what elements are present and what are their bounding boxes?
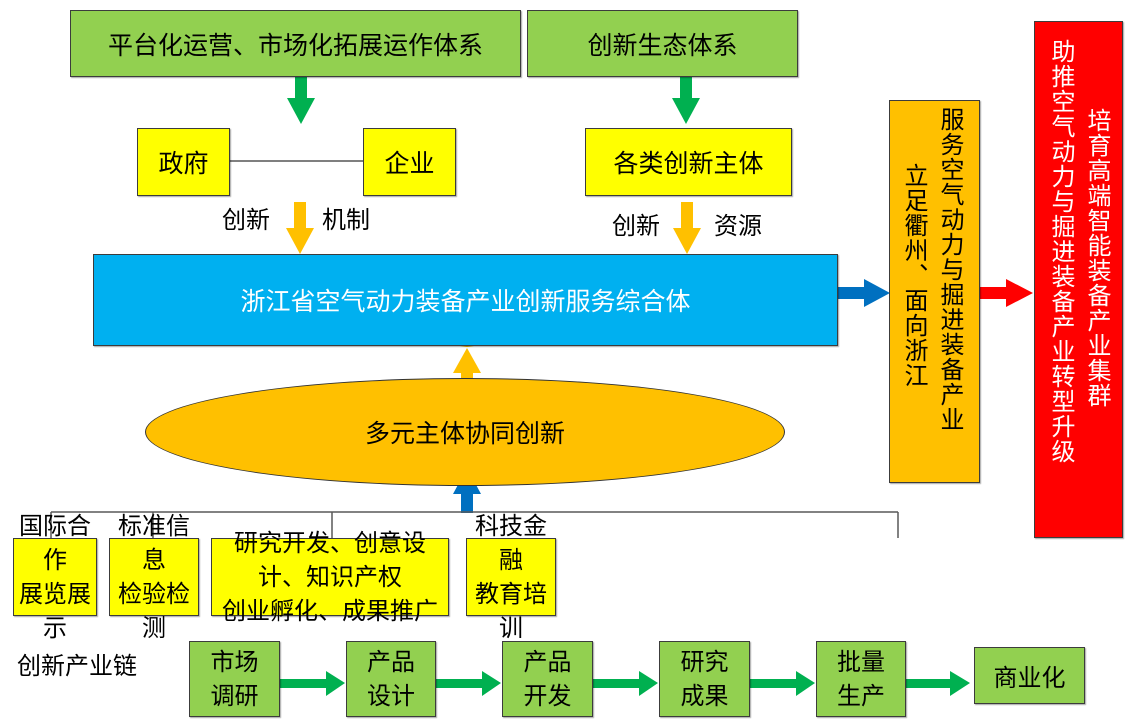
function-box-rnd: 研究开发、创意设计、知识产权 创业孵化、成果推广	[211, 529, 449, 625]
chain-step-line2: 调研	[210, 682, 259, 710]
chain-arrows	[280, 671, 970, 696]
industry-goal-line1: 助推空气动力与掘进装备产业转型升级	[1047, 39, 1075, 464]
chain-step-line2: 开发	[523, 682, 572, 710]
chain-step-product-design: 产品 设计	[346, 641, 436, 717]
innovation-service-complex-label: 浙江省空气动力装备产业创新服务综合体	[240, 287, 691, 316]
enterprise-label: 企业	[384, 149, 435, 178]
function-line2: 创业孵化、成果推广	[222, 597, 438, 625]
function-line1: 标准信息	[118, 512, 190, 574]
platform-operation-system-label: 平台化运营、市场化拓展运作体系	[107, 30, 483, 60]
innovation-ecosystem-box: 创新生态体系	[527, 10, 798, 77]
resource-right-label: 资源	[714, 212, 762, 240]
service-scope-box: 服务空气动力与掘进装备产业 立足衢州、面向浙江	[889, 100, 980, 483]
orange-arrow-mechanism-icon	[286, 202, 314, 254]
chain-step-commercialization: 商业化	[974, 647, 1085, 704]
function-box-cooperation: 国际合作 展览展示	[13, 512, 97, 642]
government-box: 政府	[137, 128, 230, 196]
chain-step-line1: 市场	[210, 648, 259, 676]
industry-goal-line2: 培育高端智能装备产业集群	[1083, 108, 1111, 408]
service-scope-line2: 立足衢州、面向浙江	[900, 163, 928, 388]
green-arrow-left-icon	[287, 77, 315, 124]
chain-step-line1: 产品	[523, 648, 572, 676]
platform-operation-system-box: 平台化运营、市场化拓展运作体系	[70, 10, 521, 77]
innovation-chain-label: 创新产业链	[17, 652, 137, 680]
multi-actor-collaboration-label: 多元主体协同创新	[364, 419, 565, 448]
green-arrow-right-icon	[672, 77, 700, 124]
chain-arrow-1-icon	[280, 671, 345, 696]
resource-left-label: 创新	[612, 212, 660, 240]
enterprise-box: 企业	[363, 128, 456, 196]
chain-step-market-research: 市场 调研	[189, 641, 280, 717]
chain-arrow-2-icon	[436, 671, 501, 696]
chain-step-line1: 批量	[837, 648, 885, 676]
service-scope-line1: 服务空气动力与掘进装备产业	[936, 107, 964, 432]
multi-actor-collaboration-ellipse: 多元主体协同创新	[145, 378, 785, 486]
chain-arrow-4-icon	[750, 671, 815, 696]
chain-step-line2: 生产	[837, 682, 885, 710]
mechanism-left-label: 创新	[222, 206, 270, 234]
function-line2: 教育培训	[475, 580, 547, 642]
function-line1: 国际合作	[19, 512, 91, 574]
chain-arrow-3-icon	[593, 671, 658, 696]
function-line2: 展览展示	[19, 580, 91, 642]
chain-step-line2: 成果	[680, 682, 729, 710]
chain-step-line2: 设计	[367, 682, 415, 710]
function-bracket	[50, 511, 899, 538]
mechanism-right-label: 机制	[322, 206, 370, 234]
innovation-ecosystem-label: 创新生态体系	[587, 30, 738, 60]
function-line1: 研究开发、创意设计、知识产权	[234, 529, 426, 591]
blue-arrow-right-icon	[838, 279, 890, 307]
chain-step-research-results: 研究 成果	[659, 641, 750, 717]
function-box-standards: 标准信息 检验检测	[109, 512, 199, 642]
innovators-label: 各类创新主体	[613, 149, 764, 178]
industry-goal-box: 助推空气动力与掘进装备产业转型升级 培育高端智能装备产业集群	[1034, 21, 1123, 538]
chain-step-mass-production: 批量 生产	[816, 641, 906, 717]
chain-step-line1: 商业化	[993, 664, 1066, 692]
government-label: 政府	[158, 149, 209, 178]
function-line1: 科技金融	[475, 512, 547, 574]
innovators-box: 各类创新主体	[585, 128, 792, 196]
chain-step-line1: 产品	[367, 648, 415, 676]
function-line2: 检验检测	[118, 580, 190, 642]
function-box-finance: 科技金融 教育培训	[466, 512, 556, 642]
red-arrow-right-icon	[980, 279, 1033, 307]
chain-step-product-development: 产品 开发	[502, 641, 593, 717]
orange-arrow-resource-icon	[673, 202, 701, 254]
chain-arrow-5-icon	[906, 671, 970, 696]
innovation-service-complex-box: 浙江省空气动力装备产业创新服务综合体	[93, 254, 838, 346]
chain-step-line1: 研究	[680, 648, 729, 676]
